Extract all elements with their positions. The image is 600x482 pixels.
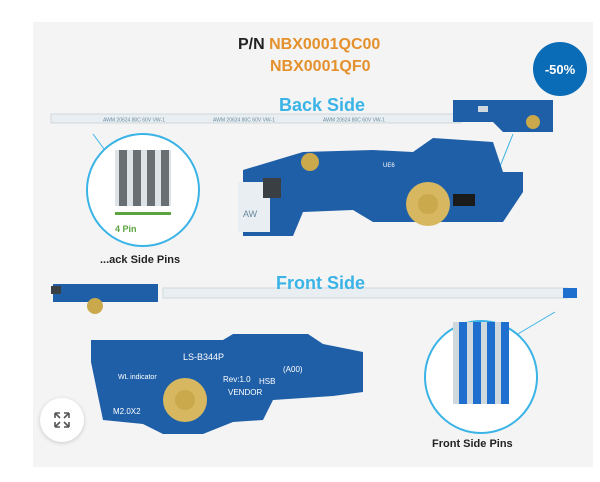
back-board-large: AW UE6 bbox=[238, 138, 523, 236]
front-pins-zoom bbox=[424, 320, 538, 434]
svg-text:Rev:1.0: Rev:1.0 bbox=[223, 375, 251, 384]
svg-text:WL indicator: WL indicator bbox=[118, 374, 157, 381]
part-number-code-1: NBX0001QC00 bbox=[269, 36, 381, 53]
svg-text:AW: AW bbox=[243, 209, 258, 219]
discount-badge: -50% bbox=[533, 42, 587, 96]
svg-text:(A00): (A00) bbox=[283, 365, 303, 374]
front-cable bbox=[162, 287, 569, 299]
product-image: AWM 20624 80C 60V VW-1 AWM 20624 80C 60V… bbox=[33, 22, 593, 467]
product-illustration: AWM 20624 80C 60V VW-1 AWM 20624 80C 60V… bbox=[50, 100, 577, 434]
part-number-code-2: NBX0001QF0 bbox=[270, 58, 371, 75]
svg-text:VENDOR: VENDOR bbox=[228, 388, 262, 397]
back-board-small bbox=[453, 100, 553, 132]
expand-icon bbox=[54, 412, 70, 428]
svg-text:AWM 20624 80C 60V VW-1: AWM 20624 80C 60V VW-1 bbox=[213, 118, 275, 124]
svg-text:AWM 20624 80C 60V VW-1: AWM 20624 80C 60V VW-1 bbox=[323, 118, 385, 124]
svg-text:M2.0X2: M2.0X2 bbox=[113, 407, 141, 416]
front-pins-label: Front Side Pins bbox=[432, 438, 513, 450]
zoom-button[interactable] bbox=[40, 398, 84, 442]
pin-count-label: 4 Pin bbox=[115, 224, 137, 234]
svg-text:HSB: HSB bbox=[259, 377, 275, 386]
svg-text:LS-B344P: LS-B344P bbox=[183, 352, 224, 362]
part-number-prefix: P/N bbox=[238, 36, 265, 53]
front-side-title: Front Side bbox=[276, 273, 365, 293]
back-pins-zoom bbox=[86, 133, 200, 247]
part-number-line-1: P/N NBX0001QC00 bbox=[238, 36, 380, 54]
back-cable-text: AWM 20624 80C 60V VW-1 bbox=[103, 118, 165, 124]
front-board-small bbox=[51, 284, 158, 314]
front-board-large: LS-B344P WL indicator Rev:1.0 VENDOR HSB… bbox=[91, 334, 363, 434]
back-side-title: Back Side bbox=[279, 95, 366, 115]
back-pins-label: ...ack Side Pins bbox=[100, 254, 181, 266]
svg-text:UE6: UE6 bbox=[383, 163, 395, 169]
